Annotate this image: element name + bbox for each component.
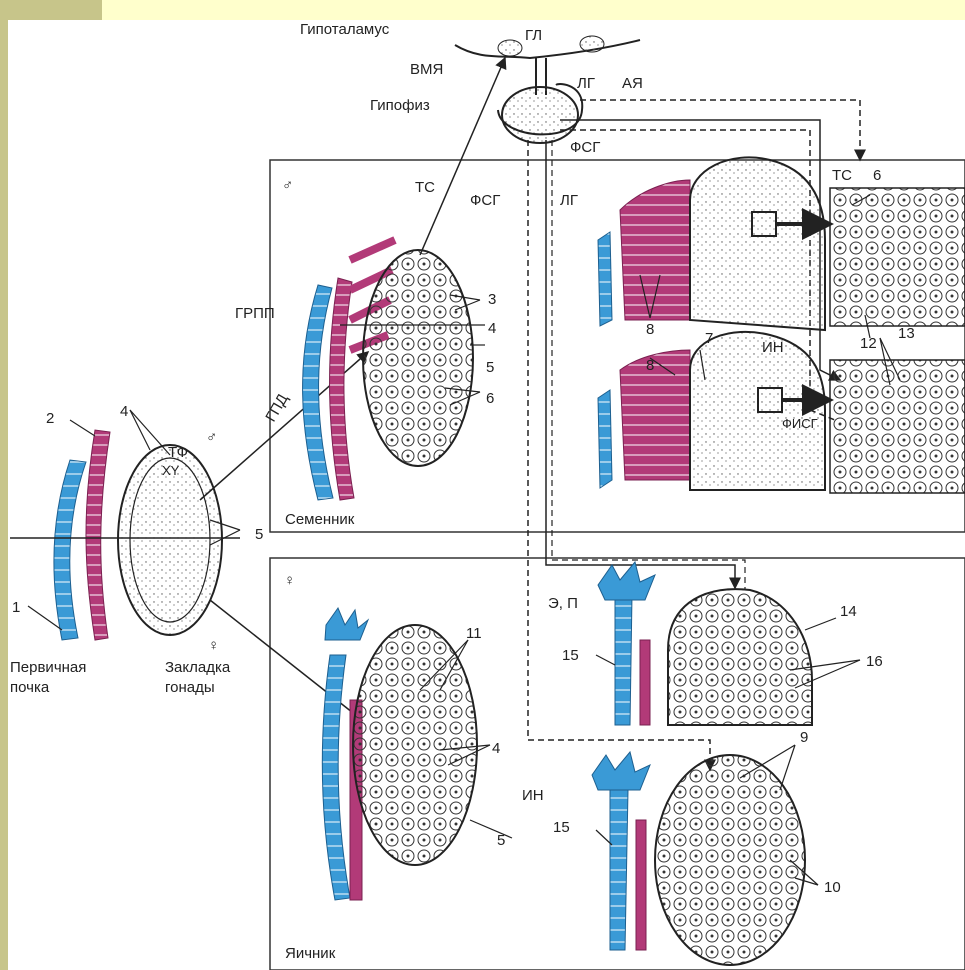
label-hypophysis: Гипофиз: [370, 97, 430, 114]
ovary-early: [353, 625, 477, 865]
num-8-lower: 8: [646, 357, 654, 374]
testis-late-tubules-2: [620, 350, 690, 480]
ovary-early-cap-icon: [325, 608, 368, 640]
testis-kidney-tube: [303, 285, 333, 500]
mesonephric-duct: [86, 430, 110, 640]
num-3: 3: [488, 291, 496, 308]
ts-arrow-left: [420, 58, 505, 255]
num-4-anlage: 4: [120, 403, 128, 420]
label-gonad-anlage-2: гонады: [165, 679, 215, 696]
label-hypothalamus: Гипоталамус: [300, 21, 390, 38]
num-4-ovary: 4: [492, 740, 500, 757]
num-11: 11: [466, 625, 482, 642]
label-grpp: ГРПП: [235, 305, 275, 322]
ovary-late-body-2: [655, 755, 805, 965]
label-gl: ГЛ: [525, 27, 542, 44]
label-testis: Семенник: [285, 511, 355, 528]
num-9: 9: [800, 729, 808, 746]
num-13: 13: [898, 325, 915, 342]
label-fsg-mid: ФСГ: [470, 192, 500, 209]
label-tf: ТФ: [168, 444, 188, 461]
label-lg-mid: ЛГ: [560, 192, 578, 209]
aya-nucleus: [580, 36, 604, 52]
num-5-testis: 5: [486, 359, 494, 376]
num-12: 12: [860, 335, 877, 352]
label-primary-kidney-1: Первичная: [10, 659, 86, 676]
testis-detail-2: [830, 360, 965, 493]
num-2: 2: [46, 410, 54, 427]
num-5-ovary: 5: [497, 832, 505, 849]
label-ts-left: ТС: [415, 179, 435, 196]
num-6-detail: 6: [873, 167, 881, 184]
ovary-late-body-1: [668, 589, 812, 725]
testis-late-duct-1: [598, 232, 612, 326]
female-symbol-anlage: ♀: [208, 637, 219, 654]
ovary-late-kidney-2: [610, 790, 628, 950]
label-gpd: ГПД: [262, 391, 291, 425]
label-e-p: Э, П: [548, 595, 578, 612]
num-8-upper: 8: [646, 321, 654, 338]
label-xy: XY: [162, 463, 180, 478]
label-lg-top: ЛГ: [577, 75, 595, 92]
testis-late-body-1: [690, 157, 825, 330]
testis-tubules: [330, 278, 354, 500]
ovary-late-duct-1: [640, 640, 650, 725]
label-gonad-anlage-1: Закладка: [165, 659, 231, 676]
ovary-late-kidney-1: [615, 595, 632, 725]
ovary-late-cap-icon-2: [592, 752, 650, 790]
label-ovary: Яичник: [285, 945, 336, 962]
num-15-lower: 15: [553, 819, 570, 836]
num-15-upper: 15: [562, 647, 579, 664]
primary-kidney-tube: [54, 460, 86, 640]
num-1: 1: [12, 599, 20, 616]
testis-early: [363, 250, 473, 466]
num-10: 10: [824, 879, 841, 896]
male-symbol-testis: ♂: [282, 177, 293, 194]
testis-detail-1: [830, 188, 965, 326]
label-ts-right: ТС: [832, 167, 852, 184]
ovary-early-kidney: [322, 655, 350, 900]
num-4-testis: 4: [488, 320, 496, 337]
ovary-late-duct-2: [636, 820, 646, 950]
male-symbol-anlage: ♂: [206, 429, 217, 446]
label-vmya: ВМЯ: [410, 61, 443, 78]
num-14: 14: [840, 603, 857, 620]
label-in-right: ИН: [762, 339, 784, 356]
hypothalamus-line: [455, 40, 640, 58]
label-fisg: ФИСГ: [782, 416, 818, 431]
num-5-anlage: 5: [255, 526, 263, 543]
label-aya: АЯ: [622, 75, 643, 92]
female-symbol-ovary: ♀: [284, 572, 295, 589]
num-7: 7: [705, 330, 713, 347]
vmya-nucleus: [498, 40, 522, 56]
label-fsg-top: ФСГ: [570, 139, 600, 156]
ovary-late-cap-icon-1: [598, 562, 655, 600]
label-primary-kidney-2: почка: [10, 679, 50, 696]
testis-late-duct-2: [598, 390, 612, 488]
num-16: 16: [866, 653, 883, 670]
label-in-low: ИН: [522, 787, 544, 804]
num-6-testis: 6: [486, 390, 494, 407]
